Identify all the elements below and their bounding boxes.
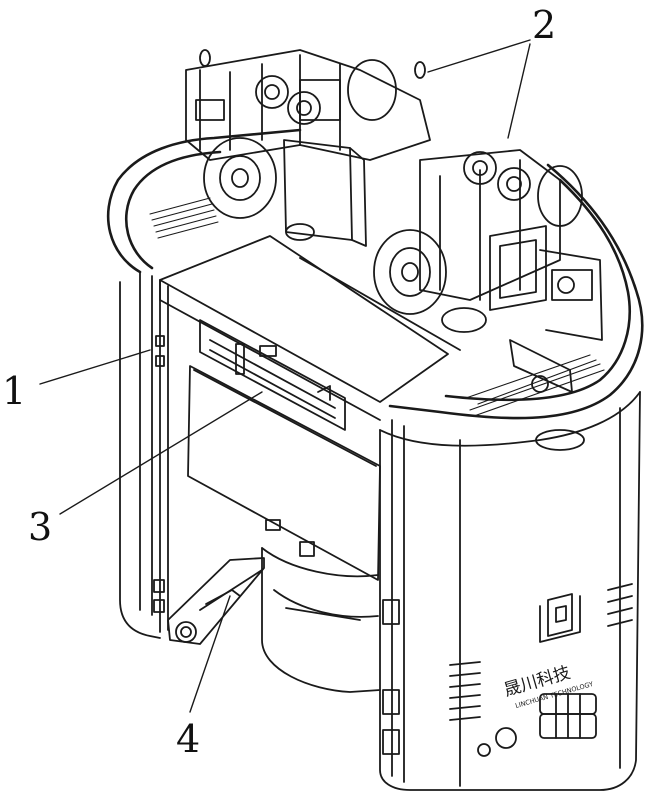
central-drive-cylinder	[262, 520, 380, 692]
leader-line-2b	[508, 44, 530, 138]
callout-2: 2	[532, 3, 556, 47]
top-trolley-assembly	[186, 50, 602, 450]
left-support-pillar	[120, 272, 168, 638]
lower-slide-guide	[168, 558, 264, 644]
leader-line-2a	[428, 40, 530, 72]
logo-mark-icon	[540, 594, 580, 642]
right-housing	[380, 392, 640, 790]
top-grille-right	[466, 355, 604, 416]
top-grille-left	[150, 198, 218, 238]
leader-line-1	[40, 350, 150, 384]
brand-logo: 晟川科技 LINCHUAN TECHNOLOGY	[502, 594, 594, 710]
leader-line-3	[60, 392, 262, 514]
top-frame-rail	[108, 130, 642, 418]
callout-4: 4	[176, 717, 200, 761]
leader-line-4	[190, 596, 230, 712]
callout-1: 1	[2, 369, 26, 413]
callout-3: 3	[28, 505, 52, 549]
